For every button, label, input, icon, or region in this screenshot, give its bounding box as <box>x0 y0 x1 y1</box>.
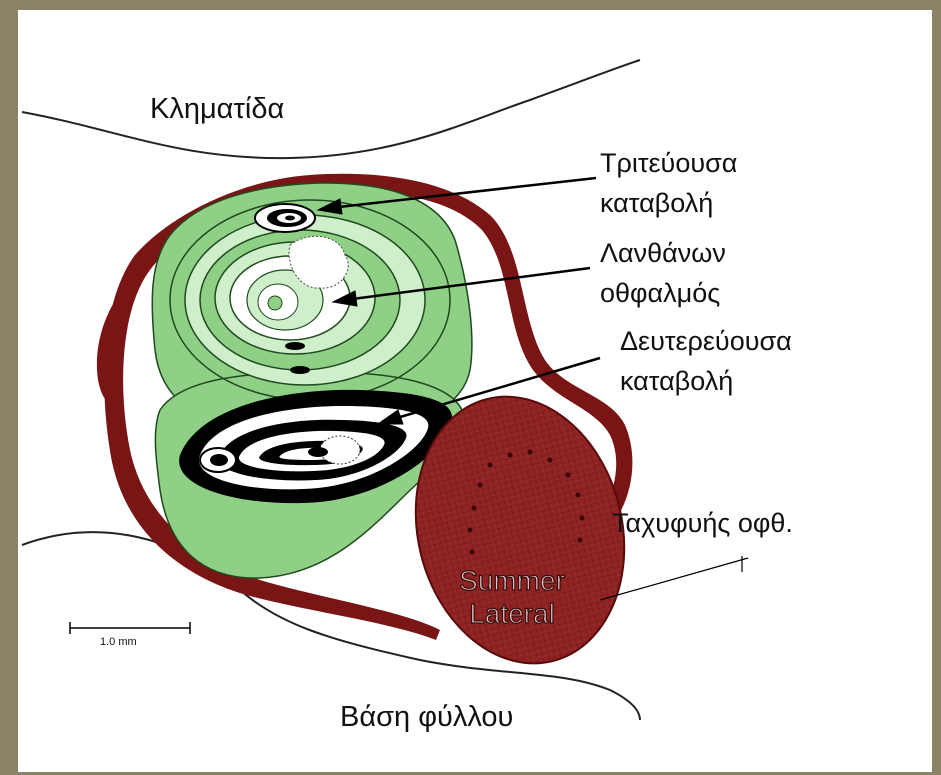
shoot-label: Κληματίδα <box>150 93 284 125</box>
scale-bar-label: 1.0 mm <box>100 636 137 648</box>
green-region-mark-1 <box>285 342 305 350</box>
green-region-mark-2 <box>290 366 310 374</box>
tertiary-bud-label-line2: καταβολή <box>600 188 713 218</box>
secondary-bud-label-line1: Δευτερεύουσα <box>620 326 792 356</box>
summer-lateral-label-line1: Summer <box>459 565 565 596</box>
tertiary-bud-label-line1: Τριτεύουσα <box>600 148 737 178</box>
summer-lateral-label-line2: Lateral <box>469 598 555 629</box>
lateral-bud-label: Ταχυφυής οφθ. <box>612 508 793 538</box>
latent-core <box>268 296 282 310</box>
leaf-base-label: Βάση φύλλου <box>340 701 513 733</box>
tertiary-bud <box>255 204 315 232</box>
latent-bud-label-line2: οθφαλμός <box>600 278 720 308</box>
secondary-bud-label-line2: καταβολή <box>620 366 733 396</box>
latent-bud-label-line1: Λανθάνων <box>600 238 726 268</box>
